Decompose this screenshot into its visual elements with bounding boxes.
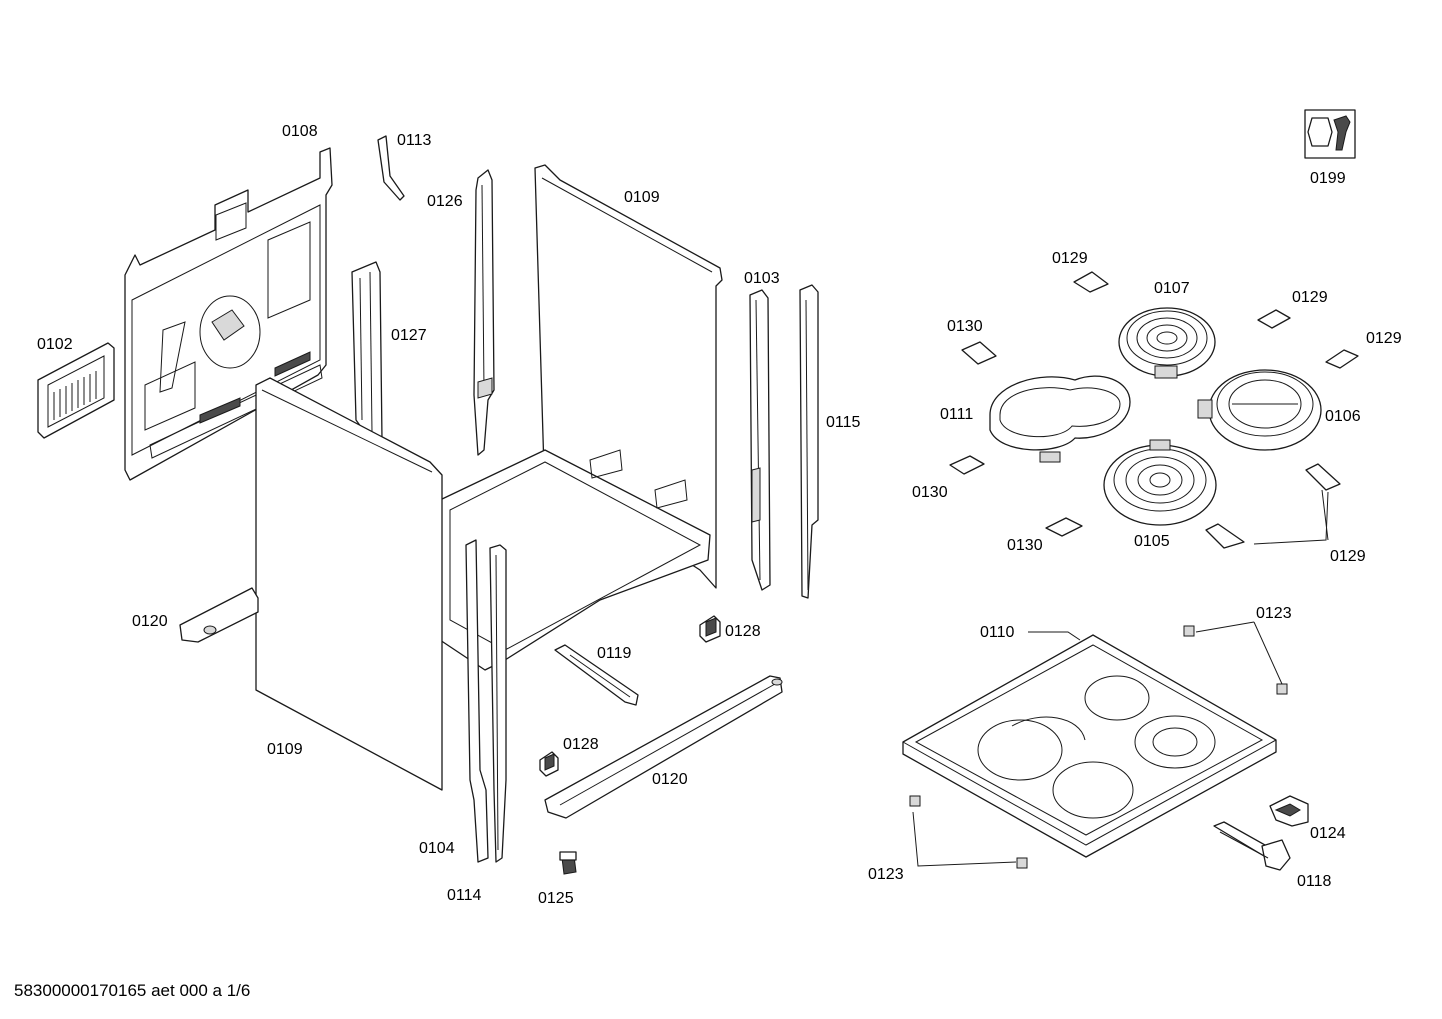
terminal-0118 <box>1213 821 1291 871</box>
label-0124: 0124 <box>1310 825 1346 842</box>
label-0128-top: 0128 <box>725 623 761 640</box>
label-0129-d: 0129 <box>1330 548 1366 565</box>
label-0118: 0118 <box>1297 873 1332 890</box>
label-0123-bottom: 0123 <box>868 866 904 883</box>
clip-0128-top <box>699 615 721 643</box>
label-0109-bottom: 0109 <box>267 741 303 758</box>
label-0108: 0108 <box>282 123 318 140</box>
clip-0130-b <box>949 455 985 475</box>
clip-0129-d <box>1305 463 1341 491</box>
label-0114: 0114 <box>447 887 482 904</box>
rail-0103 <box>749 289 771 591</box>
label-0129-b: 0129 <box>1292 289 1328 306</box>
label-0129-c: 0129 <box>1366 330 1402 347</box>
profile-0114 <box>489 544 507 863</box>
rail-0127 <box>351 261 383 446</box>
label-0113: 0113 <box>397 132 432 149</box>
label-0125: 0125 <box>538 890 574 907</box>
foot-0125 <box>559 851 577 875</box>
bracket-0113 <box>377 135 405 201</box>
clip-0123-b <box>1276 683 1288 695</box>
clip-0123-a <box>1183 625 1195 637</box>
label-0126: 0126 <box>427 193 463 210</box>
rear-panel-0108 <box>124 147 333 481</box>
bracket-0124 <box>1269 795 1309 827</box>
burner-0105 <box>1103 439 1217 526</box>
clip-0129-c <box>1325 349 1359 369</box>
bracket-0120-bottom <box>544 675 783 819</box>
burner-0107 <box>1118 307 1216 379</box>
label-0103: 0103 <box>744 270 780 287</box>
label-0110: 0110 <box>980 624 1015 641</box>
label-0107: 0107 <box>1154 280 1190 297</box>
clip-0128-bottom <box>539 751 559 777</box>
label-0104: 0104 <box>419 840 455 857</box>
rail-0115 <box>799 284 819 599</box>
rail-0126 <box>473 169 495 456</box>
clip-0123-d <box>1016 857 1028 869</box>
burner-0111 <box>989 375 1131 463</box>
label-0102: 0102 <box>37 336 73 353</box>
profile-0104 <box>465 539 489 863</box>
label-0105: 0105 <box>1134 533 1170 550</box>
fan-cover-0102 <box>37 342 115 439</box>
label-0111: 0111 <box>940 406 973 423</box>
side-panel-0109-bottom <box>255 377 443 791</box>
leader-lines <box>912 489 1329 867</box>
clip-0129-b <box>1257 309 1291 329</box>
label-0119: 0119 <box>597 645 632 662</box>
label-0127: 0127 <box>391 327 427 344</box>
part-labels: 0108 0113 0126 0109 0103 0127 0102 0115 … <box>37 123 1402 907</box>
clip-0130-a <box>961 341 997 365</box>
label-0109-top: 0109 <box>624 189 660 206</box>
label-0120-left: 0120 <box>132 613 168 630</box>
oven-base-frame <box>439 449 711 671</box>
label-0130-b: 0130 <box>912 484 948 501</box>
burner-0106 <box>1197 369 1322 451</box>
label-0115: 0115 <box>826 414 861 431</box>
label-0123-top: 0123 <box>1256 605 1292 622</box>
wrench-nut-icon <box>1304 109 1356 159</box>
label-0128-bottom: 0128 <box>563 736 599 753</box>
label-0106: 0106 <box>1325 408 1361 425</box>
clip-0129-a <box>1073 271 1109 293</box>
glass-hob-0110 <box>902 634 1277 858</box>
clip-0130-c <box>1045 517 1083 537</box>
label-0120-bottom: 0120 <box>652 771 688 788</box>
bracket-0120-left <box>179 587 259 643</box>
clip-0123-c <box>909 795 921 807</box>
rail-0119 <box>554 644 639 706</box>
label-0199: 0199 <box>1310 170 1346 187</box>
label-0130-a: 0130 <box>947 318 983 335</box>
label-0130-c: 0130 <box>1007 537 1043 554</box>
label-0129-a: 0129 <box>1052 250 1088 267</box>
clip-0129-e <box>1205 523 1245 549</box>
drawing-reference-footer: 58300000170165 aet 000 a 1/6 <box>14 981 251 1000</box>
